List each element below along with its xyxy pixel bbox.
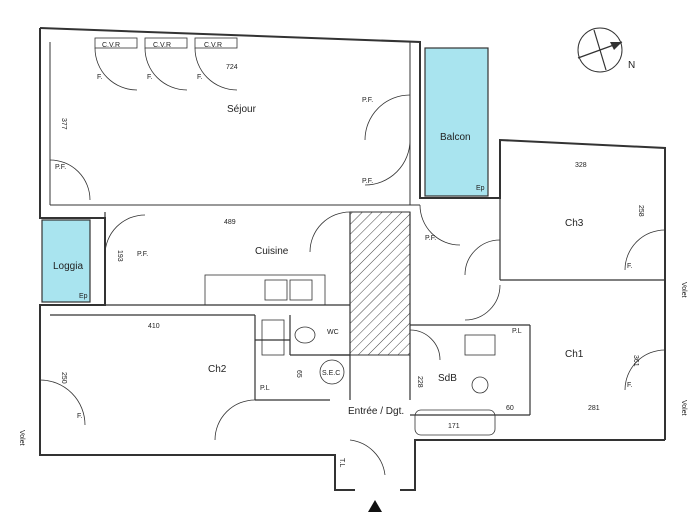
label-f-ch2: F. [77, 413, 83, 420]
label-ep-loggia: Ep [79, 293, 88, 300]
label-f-2: F. [147, 74, 153, 81]
room-wc: WC [327, 329, 339, 336]
dim-sdb-w: 60 [506, 405, 514, 412]
dim-ch2-w: 410 [148, 323, 160, 330]
room-cuisine: Cuisine [255, 246, 289, 257]
label-pl-ch2: P.L [260, 385, 270, 392]
bath-fixtures [261, 319, 496, 436]
label-ep-balcon: Ep [476, 185, 485, 192]
room-loggia: Loggia [53, 261, 83, 272]
entrance-arrow [368, 500, 382, 512]
label-cvr-1: C.V.R [102, 42, 120, 49]
dim-ch3-h: 258 [637, 205, 644, 217]
label-volet-2: Volet [680, 400, 687, 416]
loggia-area [41, 219, 91, 303]
label-sec: S.E.C [322, 370, 340, 377]
dim-wc-h: 65 [295, 370, 302, 378]
dim-sejour-h: 377 [60, 118, 67, 130]
compass [577, 27, 623, 73]
dim-ch2-h: 250 [60, 372, 67, 384]
balcony-area [424, 47, 489, 197]
label-pf-3: P.F. [55, 164, 66, 171]
dim-ch1-h: 361 [632, 355, 639, 367]
label-pl-ch1: P.L [512, 328, 522, 335]
room-ch1: Ch1 [565, 349, 584, 360]
dim-ch3-w: 328 [575, 162, 587, 169]
room-sejour: Séjour [227, 104, 257, 115]
label-pf-4: P.F. [137, 251, 148, 258]
dim-ch1-w: 281 [588, 405, 600, 412]
label-volet-3: Volet [18, 430, 25, 446]
dim-cuisine-h: 193 [116, 250, 123, 262]
label-cvr-3: C.V.R [204, 42, 222, 49]
door-swings [39, 94, 666, 476]
cvr-windows [94, 37, 238, 91]
label-pf-2: P.F. [362, 178, 373, 185]
label-f-ch1: F. [627, 382, 633, 389]
room-sdb: SdB [438, 373, 457, 384]
room-entree: Entrée / Dgt. [348, 406, 404, 417]
dim-sejour-w: 724 [226, 64, 238, 71]
shaft-hatch [349, 211, 411, 356]
kitchen-fixtures [204, 274, 326, 306]
dim-sdb-bath: 171 [448, 423, 460, 430]
compass-north-label: N [628, 60, 635, 71]
dim-sdb-h: 228 [416, 376, 423, 388]
label-volet-1: Volet [680, 282, 687, 298]
label-f-1: F. [97, 74, 103, 81]
room-ch3: Ch3 [565, 218, 584, 229]
room-balcon: Balcon [440, 132, 471, 143]
dim-cuisine-w: 489 [224, 219, 236, 226]
label-pf-5: P.F. [425, 235, 436, 242]
label-tl: T.L [338, 458, 345, 467]
label-cvr-2: C.V.R [153, 42, 171, 49]
label-f-ch3: F. [627, 263, 633, 270]
room-ch2: Ch2 [208, 364, 227, 375]
label-f-3: F. [197, 74, 203, 81]
label-pf-1: P.F. [362, 97, 373, 104]
